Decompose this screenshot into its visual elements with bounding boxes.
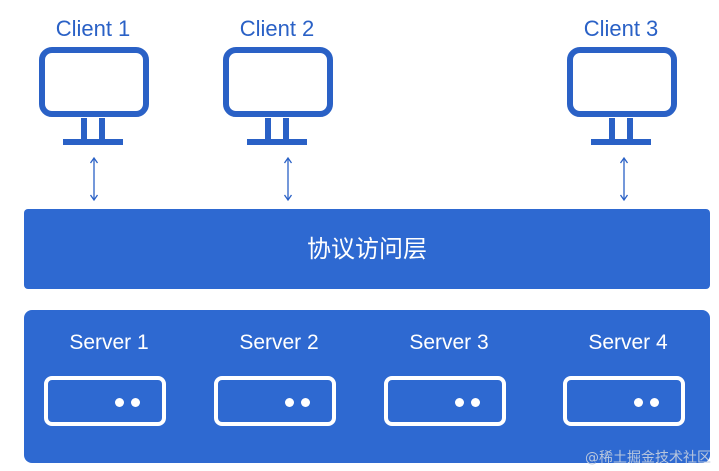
client-1: Client 1 xyxy=(28,14,158,148)
server-3: Server 3 xyxy=(384,330,514,426)
server-panel: Server 1 Server 2 Server 3 Server 4 xyxy=(24,310,710,463)
server-label: Server 3 xyxy=(409,331,489,354)
server-4: Server 4 xyxy=(563,330,693,426)
protocol-access-layer: 协议访问层 xyxy=(24,209,710,289)
server-label: Server 1 xyxy=(69,331,149,354)
dot-icon xyxy=(131,398,140,407)
server-label: Server 2 xyxy=(239,331,319,354)
monitor-icon xyxy=(567,47,677,145)
server-1: Server 1 xyxy=(44,330,174,426)
server-box-icon xyxy=(384,376,506,426)
client-label: Client 3 xyxy=(583,16,659,41)
bidirectional-arrow-icon xyxy=(619,156,629,202)
dot-icon xyxy=(650,398,659,407)
dot-icon xyxy=(471,398,480,407)
watermark: @稀土掘金技术社区 xyxy=(585,450,711,466)
dot-icon xyxy=(285,398,294,407)
client-2: Client 2 xyxy=(212,14,342,148)
server-label: Server 4 xyxy=(588,331,668,354)
bidirectional-arrow-icon xyxy=(89,156,99,202)
server-2: Server 2 xyxy=(214,330,344,426)
dot-icon xyxy=(115,398,124,407)
server-box-icon xyxy=(44,376,166,426)
dot-icon xyxy=(455,398,464,407)
bidirectional-arrow-icon xyxy=(283,156,293,202)
server-box-icon xyxy=(563,376,685,426)
server-box-icon xyxy=(214,376,336,426)
client-label: Client 1 xyxy=(55,16,131,41)
dot-icon xyxy=(301,398,310,407)
client-3: Client 3 xyxy=(556,14,686,148)
monitor-icon xyxy=(39,47,149,145)
client-label: Client 2 xyxy=(239,16,315,41)
monitor-icon xyxy=(223,47,333,145)
dot-icon xyxy=(634,398,643,407)
